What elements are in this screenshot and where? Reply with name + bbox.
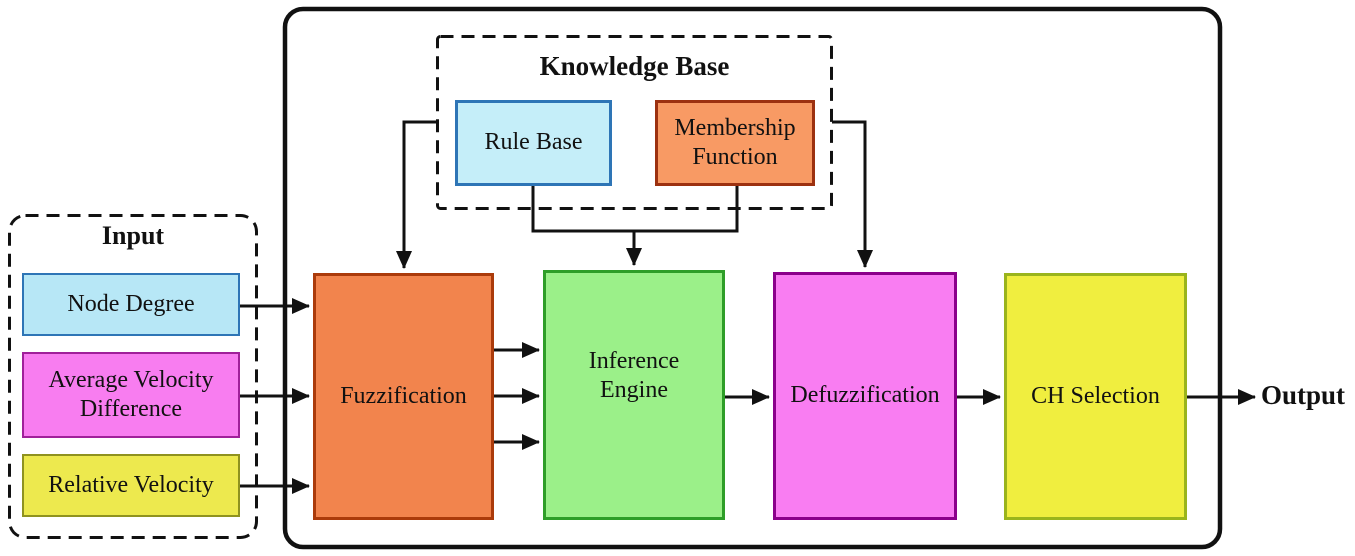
ch-selection-box: CH Selection xyxy=(1004,273,1187,520)
arrow-knowledge-base-to-fuzzification xyxy=(396,120,437,269)
rule-base-label: Rule Base xyxy=(484,129,583,156)
inference-engine-box: Inference Engine xyxy=(543,270,725,520)
fuzzification-label: Fuzzification xyxy=(340,382,467,409)
defuzzification-box: Defuzzification xyxy=(773,272,957,520)
input-box-average-velocity-difference: Average Velocity Difference xyxy=(22,352,240,438)
membership-function-box: Membership Function xyxy=(655,100,815,186)
input-box-relative-velocity-label: Relative Velocity xyxy=(48,471,214,498)
ch-selection-label: CH Selection xyxy=(1031,382,1160,409)
output-label: Output xyxy=(1261,380,1346,410)
defuzzification-label: Defuzzification xyxy=(790,382,940,409)
input-box-relative-velocity: Relative Velocity xyxy=(22,454,240,517)
fuzzification-box: Fuzzification xyxy=(313,273,494,520)
knowledge-base-title: Knowledge Base xyxy=(539,51,730,81)
input-box-average-velocity-difference-label: Average Velocity Difference xyxy=(48,366,214,422)
membership-function-label: Membership Function xyxy=(674,114,796,170)
rule-base-box: Rule Base xyxy=(455,100,612,186)
input-group-title: Input xyxy=(101,221,165,250)
inference-engine-label: Inference Engine xyxy=(588,347,680,403)
input-box-node-degree-label: Node Degree xyxy=(67,290,195,317)
input-box-node-degree: Node Degree xyxy=(22,273,240,336)
arrow-knowledge-base-to-defuzzification xyxy=(832,120,873,268)
